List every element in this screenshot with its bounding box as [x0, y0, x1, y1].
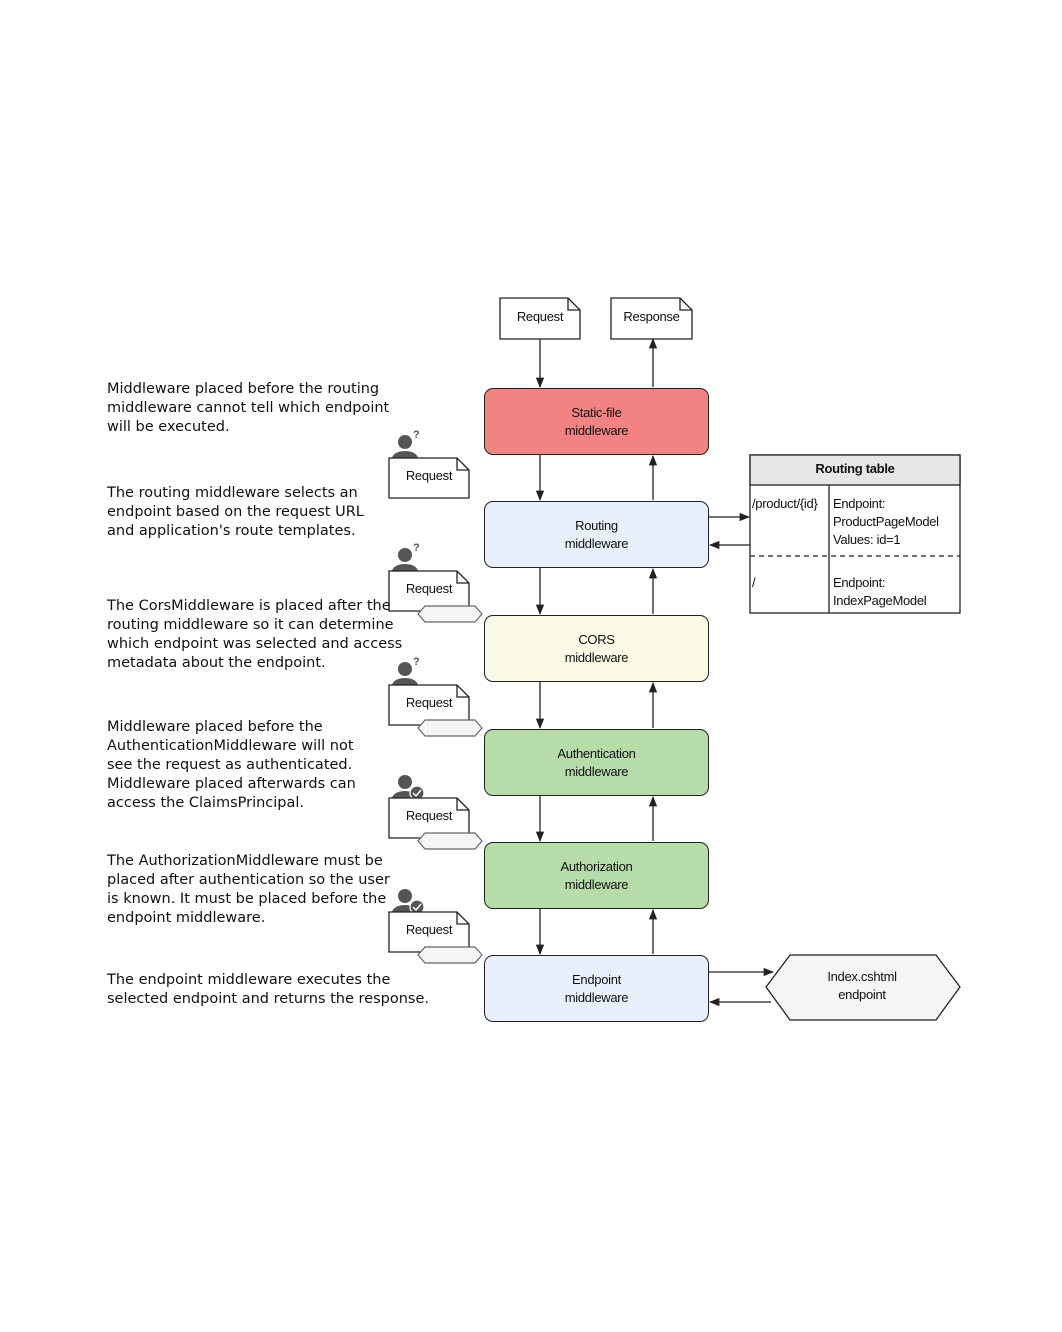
middleware-suffix: middleware: [564, 649, 629, 665]
request-doc-label: Request: [405, 808, 453, 823]
middleware-name: CORS: [578, 631, 615, 647]
endpoint-tag: [417, 719, 483, 737]
request-doc-label: Request: [405, 581, 453, 596]
endpoint-node: [765, 954, 961, 1021]
routing-middleware: Routing middleware: [484, 501, 709, 568]
static-file-middleware: Static-file middleware: [484, 388, 709, 455]
svg-text:?: ?: [413, 429, 420, 441]
middleware-suffix: middleware: [564, 422, 629, 438]
request-doc: ?: [388, 429, 470, 499]
routing-arrows: [708, 512, 751, 550]
request-doc-label: Request: [405, 468, 453, 483]
routing-table-route: /: [752, 575, 756, 590]
middleware-suffix: middleware: [564, 763, 629, 779]
authentication-middleware: Authentication middleware: [484, 729, 709, 796]
request-doc: ?: [388, 656, 483, 737]
routing-table-endpoint-label: Endpoint:: [833, 575, 886, 590]
routing-table-endpoint-name: ProductPageModel: [833, 514, 939, 529]
middleware-name: Authentication: [557, 745, 636, 761]
routing-table-endpoint-label: Endpoint:: [833, 496, 886, 511]
middleware-suffix: middleware: [564, 876, 629, 892]
annotation-static-file: Middleware placed before the routing mid…: [107, 381, 390, 435]
endpoint-suffix: endpoint: [838, 987, 886, 1002]
routing-table-endpoint-name: IndexPageModel: [833, 593, 927, 608]
request-doc-label: Request: [516, 309, 564, 324]
response-doc-label: Response: [623, 309, 680, 324]
request-doc-top: [499, 297, 581, 340]
endpoint-arrows: [708, 967, 775, 1007]
response-doc-top: [610, 297, 693, 340]
endpoint-middleware: Endpoint middleware: [484, 955, 709, 1022]
cors-middleware: CORS middleware: [484, 615, 709, 682]
request-doc-label: Request: [405, 695, 453, 710]
routing-table-title: Routing table: [815, 461, 895, 476]
endpoint-tag: [417, 832, 483, 850]
routing-table-route: /product/{id}: [752, 496, 818, 511]
authorization-middleware: Authorization middleware: [484, 842, 709, 909]
routing-table-values: Values: id=1: [833, 532, 901, 547]
annotation-authentication: Middleware placed before the Authenticat…: [107, 719, 356, 811]
endpoint-file-name: Index.cshtml: [827, 969, 897, 984]
middleware-name: Authorization: [560, 858, 633, 874]
annotation-cors: The CorsMiddleware is placed after the r…: [107, 598, 403, 671]
endpoint-tag: [417, 946, 483, 964]
request-doc: [388, 775, 483, 850]
middleware-name: Routing: [575, 517, 618, 533]
routing-table: [749, 454, 961, 614]
svg-text:?: ?: [413, 542, 420, 554]
middleware-name: Endpoint: [572, 971, 621, 987]
request-doc: ?: [388, 542, 483, 623]
middleware-name: Static-file: [571, 404, 622, 420]
request-doc: [388, 889, 483, 964]
endpoint-tag: [417, 605, 483, 623]
annotation-endpoint: The endpoint middleware executes the sel…: [107, 972, 429, 1007]
annotation-routing: The routing middleware selects an endpoi…: [107, 485, 364, 539]
middleware-suffix: middleware: [564, 535, 629, 551]
annotation-authorization: The AuthorizationMiddleware must be plac…: [107, 853, 390, 926]
endpoint-node-label: Index.cshtml endpoint: [800, 968, 924, 1004]
svg-text:?: ?: [413, 656, 420, 668]
request-doc-label: Request: [405, 922, 453, 937]
middleware-suffix: middleware: [564, 989, 629, 1005]
